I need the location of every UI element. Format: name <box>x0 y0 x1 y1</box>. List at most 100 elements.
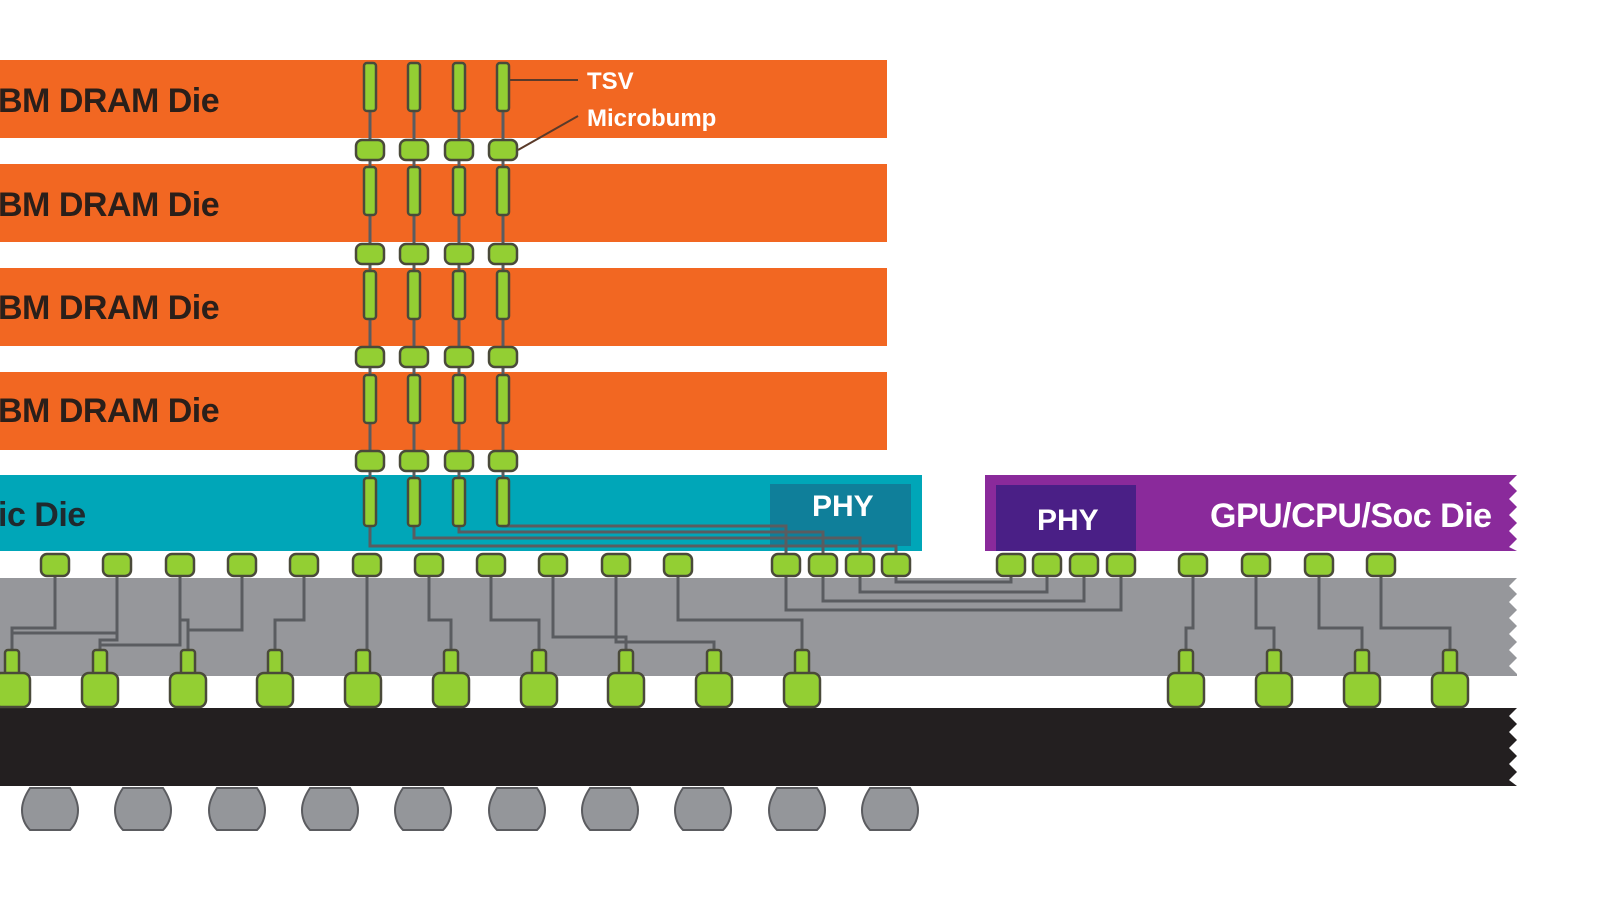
logic-phy-label: PHY <box>812 490 874 523</box>
package-substrate <box>0 708 1517 786</box>
tsv-3-3 <box>451 269 467 321</box>
label-layer: BM DRAM Die BM DRAM Die BM DRAM Die BM D… <box>0 68 1492 537</box>
logic-microbump-7 <box>413 552 445 578</box>
c4-bump-12 <box>1254 671 1294 709</box>
interposer-route-8 <box>489 576 541 652</box>
tsv-3-1 <box>451 61 467 113</box>
tsv-microbump-1-2 <box>354 242 386 266</box>
interposer-route-3-1 <box>178 576 190 652</box>
package-ball-4 <box>300 787 360 831</box>
dram-die-label-4: BM DRAM Die <box>0 392 219 430</box>
c4-bump-3 <box>168 671 208 709</box>
dram-die-label-1: BM DRAM Die <box>0 82 219 120</box>
tsv-1-5 <box>362 476 378 528</box>
c4-bump-6 <box>431 671 471 709</box>
phy-link-2 <box>858 576 1049 594</box>
c4-bump-11 <box>1166 671 1206 709</box>
package-ball-6 <box>487 787 547 831</box>
tsv-2-3 <box>406 269 422 321</box>
microbump-callout-line <box>517 115 579 151</box>
dram-die-3 <box>0 268 887 346</box>
interposer-route-10 <box>614 576 716 652</box>
logic-microbump-3 <box>164 552 196 578</box>
logic-microbump-15 <box>880 552 912 578</box>
package-ball-8 <box>673 787 733 831</box>
tsv-microbump-3-1 <box>443 138 475 162</box>
c4-bump-7 <box>519 671 559 709</box>
tsv-1-1 <box>362 61 378 113</box>
interposer-route-7 <box>427 576 453 652</box>
interposer-route-9 <box>551 576 628 652</box>
interposer-route-4 <box>188 576 244 632</box>
tsv-4-5 <box>495 476 511 528</box>
c4-bump-1 <box>0 671 32 709</box>
tsv-3-5 <box>451 476 467 528</box>
logic-die-label: ic Die <box>0 496 86 534</box>
tsv-microbump-3-4 <box>443 449 475 473</box>
tsv-3-4 <box>451 373 467 425</box>
bump-layer <box>0 61 1470 709</box>
logic-phy-block <box>770 484 911 546</box>
tsv-2-4 <box>406 373 422 425</box>
logic-route-2 <box>412 520 862 565</box>
phy-link-1 <box>894 576 1013 584</box>
dram-die-4 <box>0 372 887 450</box>
tsv-2-5 <box>406 476 422 528</box>
soc-phy-block <box>996 485 1136 551</box>
logic-microbump-12 <box>770 552 802 578</box>
tsv-microbump-2-3 <box>398 345 430 369</box>
tsv-microbump-2-1 <box>398 138 430 162</box>
tsv-callout-label: TSV <box>587 68 634 95</box>
logic-microbump-11 <box>662 552 694 578</box>
soc-phy-microbump-4 <box>1105 552 1137 578</box>
logic-microbump-4 <box>226 552 258 578</box>
package-ball-1 <box>20 787 80 831</box>
background-layers <box>0 60 1517 831</box>
tsv-microbump-2-2 <box>398 242 430 266</box>
interposer-route-11 <box>676 576 804 652</box>
logic-microbump-5 <box>288 552 320 578</box>
logic-microbump-14 <box>844 552 876 578</box>
tsv-microbump-4-2 <box>487 242 519 266</box>
dram-die-2 <box>0 164 887 242</box>
c4-bump-14 <box>1430 671 1470 709</box>
tsv-microbump-4-4 <box>487 449 519 473</box>
interposer-route-soc-4 <box>1379 576 1452 652</box>
soc-phy-microbump-3 <box>1068 552 1100 578</box>
interposer-route-1 <box>10 576 57 652</box>
c4-bump-8 <box>606 671 646 709</box>
interposer-route-soc-1 <box>1184 576 1195 652</box>
interposer-route-soc-2 <box>1254 576 1276 652</box>
package-ball-9 <box>767 787 827 831</box>
dram-die-1 <box>0 60 887 138</box>
tsv-1-2 <box>362 165 378 217</box>
soc-die-label: GPU/CPU/Soc Die <box>1210 497 1492 535</box>
soc-phy-microbump-2 <box>1031 552 1063 578</box>
microbump-callout-label: Microbump <box>587 105 716 132</box>
c4-bump-10 <box>782 671 822 709</box>
dram-die-label-2: BM DRAM Die <box>0 186 219 224</box>
package-ball-7 <box>580 787 640 831</box>
interposer <box>0 578 1517 676</box>
c4-bump-4 <box>255 671 295 709</box>
tsv-microbump-1-3 <box>354 345 386 369</box>
soc-phy-label: PHY <box>1037 504 1099 537</box>
soc-microbump-1 <box>1177 552 1209 578</box>
interposer-route-5 <box>273 576 306 652</box>
logic-microbump-1 <box>39 552 71 578</box>
tsv-microbump-3-2 <box>443 242 475 266</box>
tsv-1-3 <box>362 269 378 321</box>
logic-microbump-10 <box>600 552 632 578</box>
tsv-4-4 <box>495 373 511 425</box>
tsv-4-1 <box>495 61 511 113</box>
phy-link-3 <box>821 576 1086 603</box>
package-ball-3 <box>207 787 267 831</box>
tsv-4-3 <box>495 269 511 321</box>
interposer-route-soc-3 <box>1317 576 1364 652</box>
soc-microbump-3 <box>1303 552 1335 578</box>
tsv-2-1 <box>406 61 422 113</box>
package-ball-2 <box>113 787 173 831</box>
logic-microbump-8 <box>475 552 507 578</box>
soc-microbump-2 <box>1240 552 1272 578</box>
